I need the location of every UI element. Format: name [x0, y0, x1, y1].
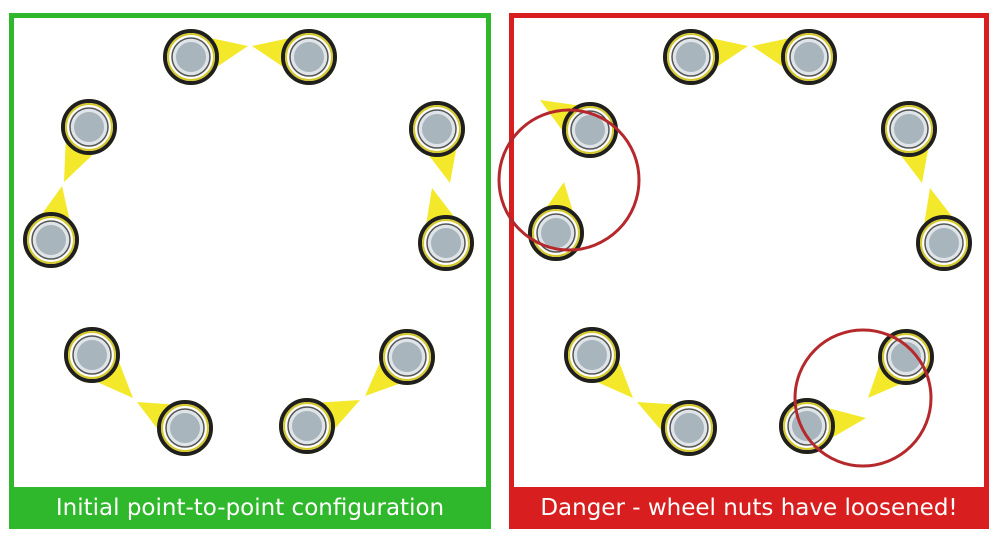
- nut-left-5: [365, 329, 435, 396]
- loosened-highlight-circle-lower: [793, 328, 933, 468]
- loosened-configuration-panel: [509, 13, 989, 529]
- nut-right-6: [779, 398, 866, 454]
- correct-configuration-caption: Initial point-to-point configuration: [9, 487, 491, 529]
- nut-right-3: [881, 101, 937, 183]
- nut-right-10: [540, 100, 618, 158]
- nut-right-5: [868, 329, 934, 398]
- correct-configuration-panel: [9, 13, 491, 529]
- nut-left-1: [163, 29, 248, 85]
- nut-left-4: [418, 188, 474, 271]
- nut-left-10: [61, 99, 117, 182]
- nut-right-4: [916, 188, 972, 271]
- nut-right-1: [663, 29, 748, 85]
- nut-left-3: [409, 101, 465, 183]
- loosened-highlight-circle-upper: [497, 108, 641, 252]
- nut-left-6: [279, 398, 360, 454]
- nut-left-7: [137, 400, 213, 456]
- loosened-warning-caption: Danger - wheel nuts have loosened!: [509, 487, 989, 529]
- nut-left-2: [252, 29, 337, 85]
- nut-left-8: [64, 327, 133, 398]
- nut-right-8: [564, 327, 633, 398]
- nut-right-9: [528, 182, 584, 261]
- nut-right-7: [637, 400, 717, 456]
- nut-left-9: [23, 186, 79, 268]
- nut-right-2: [752, 29, 837, 85]
